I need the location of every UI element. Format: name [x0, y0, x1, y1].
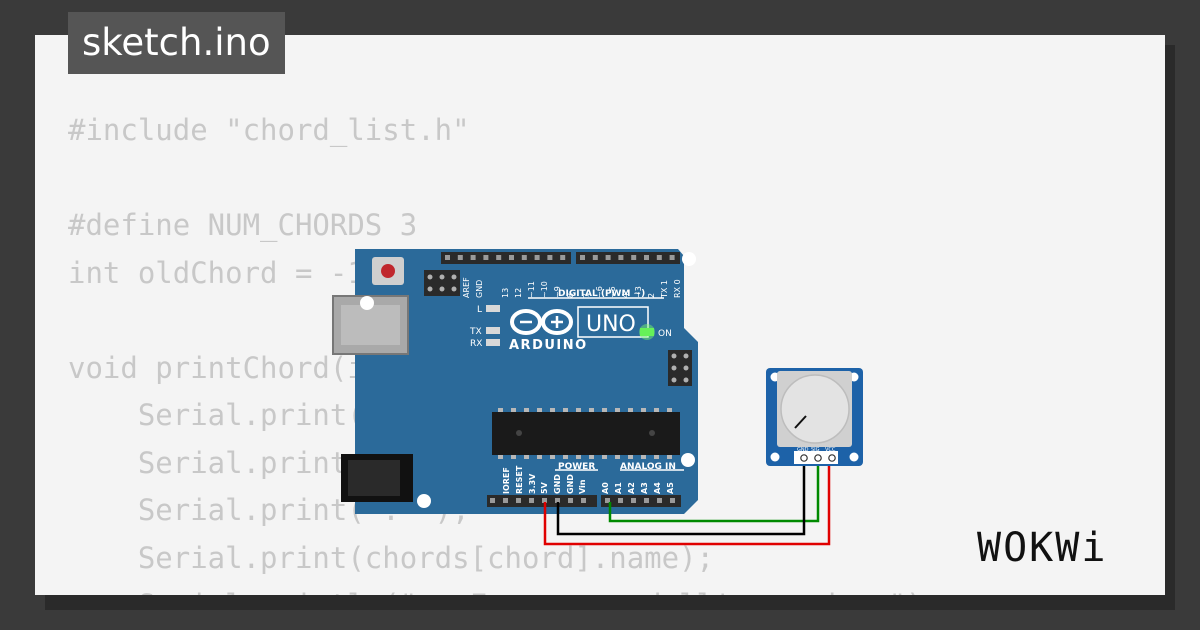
wire-vcc	[543, 458, 831, 546]
usb-port-inner	[341, 305, 400, 345]
file-tab[interactable]: sketch.ino	[68, 12, 285, 74]
led-l: L	[477, 305, 500, 315]
icsp-right-pins	[671, 353, 689, 383]
chip-dot	[649, 430, 655, 436]
bottom-pin-label: GND	[566, 474, 575, 494]
led-tx-label: TX	[469, 327, 482, 337]
digital-label: DIGITAL (PWM ~)	[558, 289, 645, 299]
on-led-label: ON	[658, 329, 672, 339]
wires	[543, 458, 831, 546]
pot-pin-label: SIG	[811, 447, 820, 453]
top-pin-label: 8	[566, 293, 575, 298]
analog-label: ANALOG IN	[620, 462, 676, 472]
bottom-pin-label: 3.3V	[528, 473, 537, 494]
pot-pin-label: GND	[797, 447, 809, 453]
top-pin-label: 13	[501, 288, 510, 298]
led-rx: RX	[470, 339, 500, 349]
atmega-chip	[492, 412, 680, 455]
bottom-pin-label: A1	[614, 482, 623, 494]
wokwi-logo[interactable]: WOKWi	[977, 525, 1108, 571]
mount-hole	[360, 296, 374, 310]
mount-hole	[682, 252, 696, 266]
arduino-uno-board[interactable]: AREF GND 13 12 ~11 ~10 ~9 8 7 ~6 ~5 4 ~3 2 TX 1 RX 0 DI…	[332, 249, 698, 514]
top-pin-label: AREF	[462, 277, 471, 298]
bottom-pin-label: A0	[601, 482, 610, 494]
bottom-pin-label: RESET	[515, 465, 524, 494]
icsp-pins	[427, 274, 457, 292]
arduino-brand: ARDUINO	[509, 338, 588, 353]
mount-hole	[681, 453, 695, 467]
bottom-pin-label: A5	[666, 482, 675, 494]
pot-mount-hole	[770, 452, 780, 462]
bottom-header-pins	[490, 498, 675, 503]
wire-sig	[608, 458, 820, 523]
digital-header-right[interactable]	[576, 252, 680, 264]
bottom-pin-label: 5V	[540, 481, 549, 494]
uno-label: UNO	[586, 312, 636, 337]
reset-button[interactable]	[381, 264, 395, 278]
code-line: #define NUM_CHORDS 3	[68, 208, 418, 242]
top-pin-label: ~6	[595, 286, 604, 298]
top-pin-label: TX 1	[660, 280, 669, 299]
top-header-pins	[445, 255, 675, 260]
bottom-pin-label: GND	[553, 474, 562, 494]
chip-pins	[498, 408, 672, 459]
code-line: #include "chord_list.h"	[68, 113, 470, 147]
power-label: POWER	[558, 462, 595, 472]
uno-badge	[577, 306, 649, 338]
pot-knob[interactable]	[780, 374, 850, 444]
analog-header[interactable]	[601, 495, 681, 507]
icsp-header	[424, 270, 460, 296]
top-pin-label: ~10	[540, 281, 549, 298]
led-l-label: L	[477, 305, 482, 315]
bottom-pin-label: A3	[640, 482, 649, 494]
bottom-pin-label: A4	[653, 482, 662, 494]
bottom-pin-label: Vin	[578, 479, 587, 494]
wire-gnd	[556, 458, 806, 536]
top-pin-label: RX 0	[673, 279, 682, 298]
top-pin-label: GND	[475, 280, 484, 298]
code-line: Serial.print(chords[chord].name);	[68, 540, 715, 575]
pot-knob-indicator	[794, 415, 807, 429]
top-pin-label: ~11	[527, 281, 536, 298]
pot-pin-label: VCC	[825, 447, 836, 453]
bottom-pin-label: IOREF	[502, 467, 511, 494]
top-pin-label: 2	[647, 293, 656, 298]
mount-hole	[417, 494, 431, 508]
arduino-logo-icon	[510, 309, 573, 335]
led-tx: TX	[469, 327, 500, 337]
top-pin-label: ~3	[634, 286, 643, 298]
top-pin-label: 4	[621, 293, 630, 298]
bottom-pin-label: A2	[627, 482, 636, 494]
pot-mount-hole	[849, 452, 859, 462]
code-line: Serial.println(" - Frequency dell'accord…	[68, 582, 941, 595]
top-pin-label: 12	[514, 288, 523, 298]
on-led-glow	[639, 324, 655, 340]
top-pin-label: 7	[582, 293, 591, 298]
top-pin-label: ~5	[608, 286, 617, 298]
top-pin-label: ~9	[553, 286, 562, 298]
top-pin-labels: AREF GND 13 12 ~11 ~10 ~9 8 7 ~6 ~5 4 ~3 2 TX 1 RX 0	[462, 277, 682, 299]
power-jack-inner	[348, 460, 400, 496]
on-led	[640, 328, 654, 336]
arduino-logo-symbols	[520, 316, 563, 328]
led-rx-label: RX	[470, 339, 482, 349]
chip-notch	[516, 430, 522, 436]
